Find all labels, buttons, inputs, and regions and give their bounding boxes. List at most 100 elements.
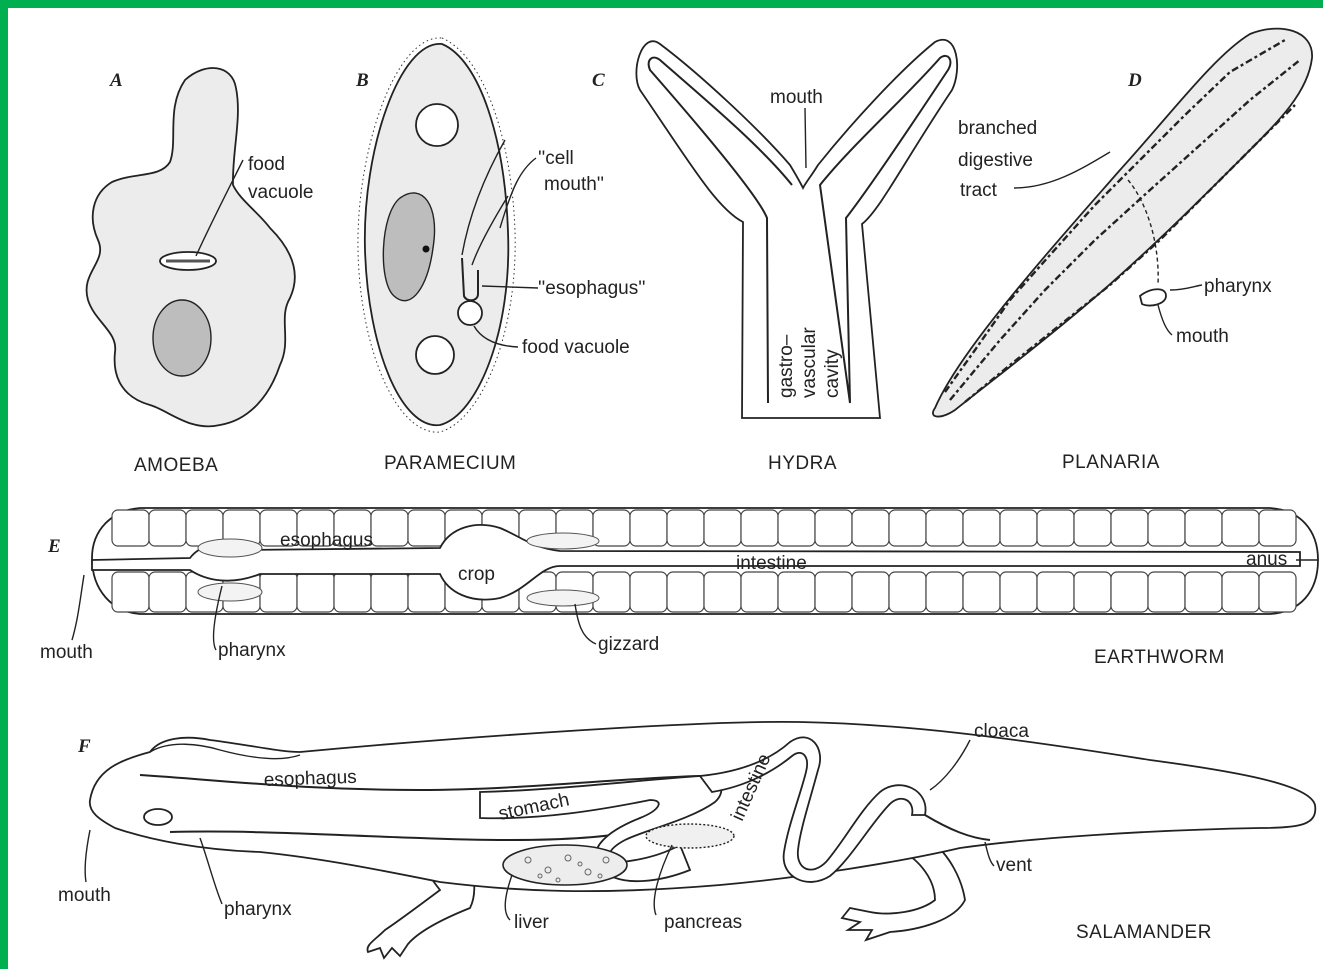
amoeba-name: AMOEBA [134,455,218,476]
earthworm-segment-upper [1222,510,1259,546]
hydra-cavity-label-1: gastro– [776,334,797,398]
planaria-name: PLANARIA [1062,452,1160,473]
salamander-liver [503,845,627,885]
planaria-panel-letter: D [1127,70,1142,91]
earthworm-segment-upper [963,510,1000,546]
salamander-vent-leader [985,842,994,866]
earthworm-segment-lower [778,572,815,612]
salamander-mouth-leader [85,830,90,882]
earthworm-segment-upper [852,510,889,546]
earthworm-segment-lower [371,572,408,612]
earthworm-segment-lower [815,572,852,612]
earthworm-segment-lower [1185,572,1222,612]
amoeba-nucleus [153,300,211,376]
earthworm-segment-upper [926,510,963,546]
salamander-panel-letter: F [77,736,91,757]
diagram-frame: A food vacuole AMOEBA B ''cell mouth'' '… [8,8,1323,969]
earthworm-mouth-label: mouth [40,642,93,663]
earthworm-segment-lower [963,572,1000,612]
earthworm-segment-upper [1148,510,1185,546]
hydra-name: HYDRA [768,453,837,474]
earthworm-segment-lower [889,572,926,612]
earthworm-segment-upper [630,510,667,546]
earthworm-pharynx-lower [198,583,262,601]
earthworm-segment-upper [149,510,186,546]
hydra-panel-letter: C [592,70,605,91]
earthworm-pharynx-upper [198,539,262,557]
earthworm-segment-lower [1074,572,1111,612]
salamander-pancreas-label: pancreas [664,912,742,933]
salamander-esophagus-label: esophagus [263,767,357,791]
planaria-tract-label-3: tract [960,180,998,201]
earthworm-segment-upper [1111,510,1148,546]
paramecium-panel-letter: B [355,70,369,91]
earthworm-segment-lower [1111,572,1148,612]
earthworm-esophagus-label: esophagus [280,530,373,551]
planaria-tract-label-1: branched [958,118,1037,139]
earthworm-intestine-label: intestine [736,553,807,574]
earthworm-segment-upper [778,510,815,546]
earthworm-gizzard-label: gizzard [598,634,659,655]
earthworm-gizzard-lower [527,590,599,606]
earthworm-segment-lower [630,572,667,612]
earthworm-segment-upper [741,510,778,546]
earthworm-segment-upper [1259,510,1296,546]
earthworm-segment-upper [1074,510,1111,546]
earthworm-segment-lower [741,572,778,612]
earthworm-segment-lower [667,572,704,612]
paramecium-esophagus-label: ''esophagus'' [538,278,645,299]
hydra-mouth-label: mouth [770,87,823,108]
amoeba-panel: A food vacuole AMOEBA [87,68,314,476]
earthworm-segment-lower [593,572,630,612]
earthworm-segment-lower [408,572,445,612]
planaria-body [933,29,1312,417]
earthworm-segment-lower [260,572,297,612]
paramecium-contractile-vacuole-bottom [416,336,454,374]
hydra-cavity-label-3: cavity [822,349,843,398]
earthworm-gizzard-upper [527,533,599,549]
planaria-mouth-leader [1158,305,1172,335]
salamander-eye [144,809,172,825]
salamander-mouth-label: mouth [58,885,111,906]
paramecium-panel: B ''cell mouth'' ''esophagus'' food vacu… [355,38,645,474]
earthworm-segment-upper [371,510,408,546]
earthworm-segment-upper [815,510,852,546]
earthworm-segment-lower [334,572,371,612]
salamander-name: SALAMANDER [1076,922,1212,943]
paramecium-food-vacuole [458,301,482,325]
earthworm-segment-upper [1000,510,1037,546]
earthworm-segment-lower [112,572,149,612]
earthworm-segment-upper [889,510,926,546]
hydra-mouth-leader [805,108,806,168]
earthworm-panel: E esophagus crop intestine anus mouth ph… [40,508,1318,668]
paramecium-cell-mouth-label-2: mouth'' [544,174,604,195]
paramecium-name: PARAMECIUM [384,453,516,474]
amoeba-food-vacuole-label-1: food [248,154,285,175]
paramecium-cell-mouth-label-1: ''cell [538,148,574,169]
hydra-panel: C mouth gastro– vascular cavity HYDRA [592,40,957,474]
planaria-tract-label-2: digestive [958,150,1033,171]
amoeba-panel-letter: A [109,70,123,91]
amoeba-food-vacuole-label-2: vacuole [248,182,314,203]
paramecium-micronucleus [423,246,430,253]
hydra-cavity-label-2: vascular [799,327,820,398]
salamander-pancreas [646,824,734,848]
salamander-pharynx-label: pharynx [224,899,292,920]
planaria-pharynx [1140,289,1166,305]
earthworm-segment-upper [1037,510,1074,546]
earthworm-segment-lower [1148,572,1185,612]
planaria-pharynx-leader [1170,285,1202,290]
planaria-mouth-label: mouth [1176,326,1229,347]
planaria-pharynx-label: pharynx [1204,276,1272,297]
earthworm-segment-upper [667,510,704,546]
earthworm-segment-lower [1259,572,1296,612]
earthworm-segment-lower [704,572,741,612]
earthworm-segment-lower [1222,572,1259,612]
earthworm-segment-lower [149,572,186,612]
earthworm-segment-lower [297,572,334,612]
salamander-liver-label: liver [514,912,550,933]
earthworm-segment-lower [1000,572,1037,612]
earthworm-anus-label: anus [1246,549,1287,570]
earthworm-crop-label: crop [458,564,495,585]
earthworm-segment-upper [112,510,149,546]
